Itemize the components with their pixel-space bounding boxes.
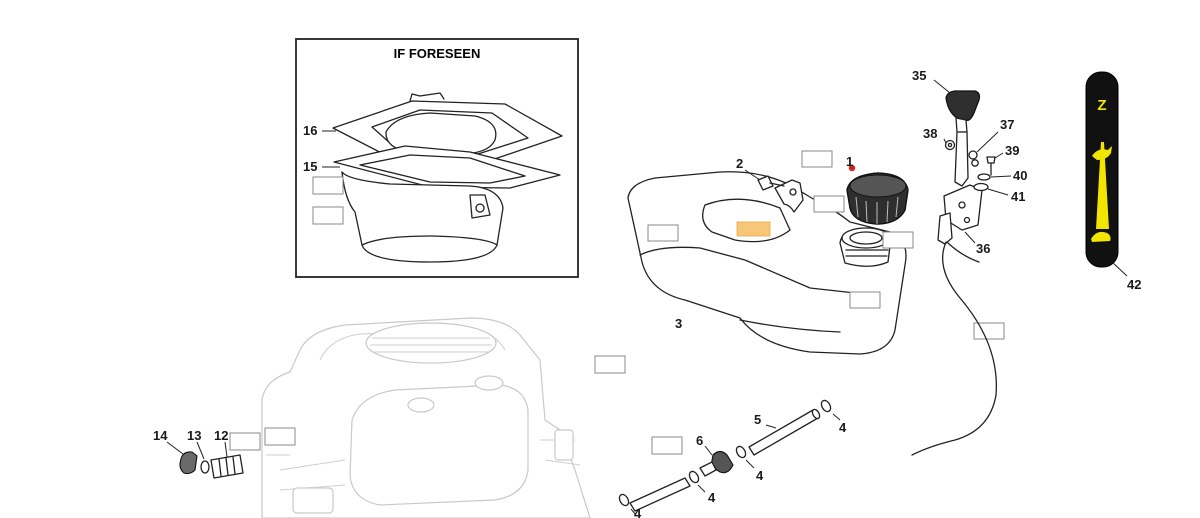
blank-label-box [594,355,626,374]
part-14-nut [179,451,198,475]
fuel-hoses [618,399,841,516]
blank-label-box [849,291,881,309]
callout-42: 42 [1127,277,1141,292]
callout-35: 35 [912,68,926,83]
callout-6: 6 [696,433,703,448]
tortoise-icon [1091,231,1111,242]
engine-ghost [261,317,591,518]
callout-3: 3 [675,316,682,331]
blank-label-box [813,195,845,213]
callout-4: 4 [839,420,847,435]
part-3-fuel-tank [627,171,907,355]
callout-40: 40 [1013,168,1027,183]
callout-4: 4 [708,490,716,505]
part-16-tray [332,92,563,165]
blank-label-box [651,436,683,455]
callout-38: 38 [923,126,937,141]
part-15-tray [333,145,561,263]
callout-41: 41 [1011,189,1025,204]
blank-label-box [973,322,1005,340]
callout-15: 15 [303,159,317,174]
callout-37: 37 [1000,117,1014,132]
red-marker [848,164,856,172]
callout-16: 16 [303,123,317,138]
highlight-label-box [736,221,771,237]
callout-39: 39 [1005,143,1019,158]
drain-fittings [166,441,244,479]
callout-14: 14 [153,428,168,443]
blank-label-box [801,150,833,168]
callout-4: 4 [634,506,642,518]
part-2-screw [744,169,804,213]
blank-label-box [882,231,914,249]
hare-icon [1092,146,1112,160]
blank-label-box [312,176,344,195]
blank-label-box [264,427,296,446]
part-42-throttle-decal: Z [1085,71,1128,277]
callout-5: 5 [754,412,761,427]
blank-label-box [312,206,344,225]
callout-2: 2 [736,156,743,171]
part-35-knob [945,90,981,121]
callout-13: 13 [187,428,201,443]
callout-1: 1 [846,154,853,169]
engine-air-grille [365,322,497,364]
callout-4: 4 [756,468,764,483]
choke-icon: Z [1097,97,1106,114]
callout-36: 36 [976,241,990,256]
inset-title: IF FORESEEN [394,46,481,61]
part-1-fuel-cap [846,164,909,225]
blank-label-box [647,224,679,242]
part-13-washer [200,460,210,474]
throttle-lever-assembly [911,79,1012,456]
callout-12: 12 [214,428,228,443]
blank-label-box [229,432,261,451]
inset-if-foreseen: IF FORESEEN 16 15 [295,38,579,278]
